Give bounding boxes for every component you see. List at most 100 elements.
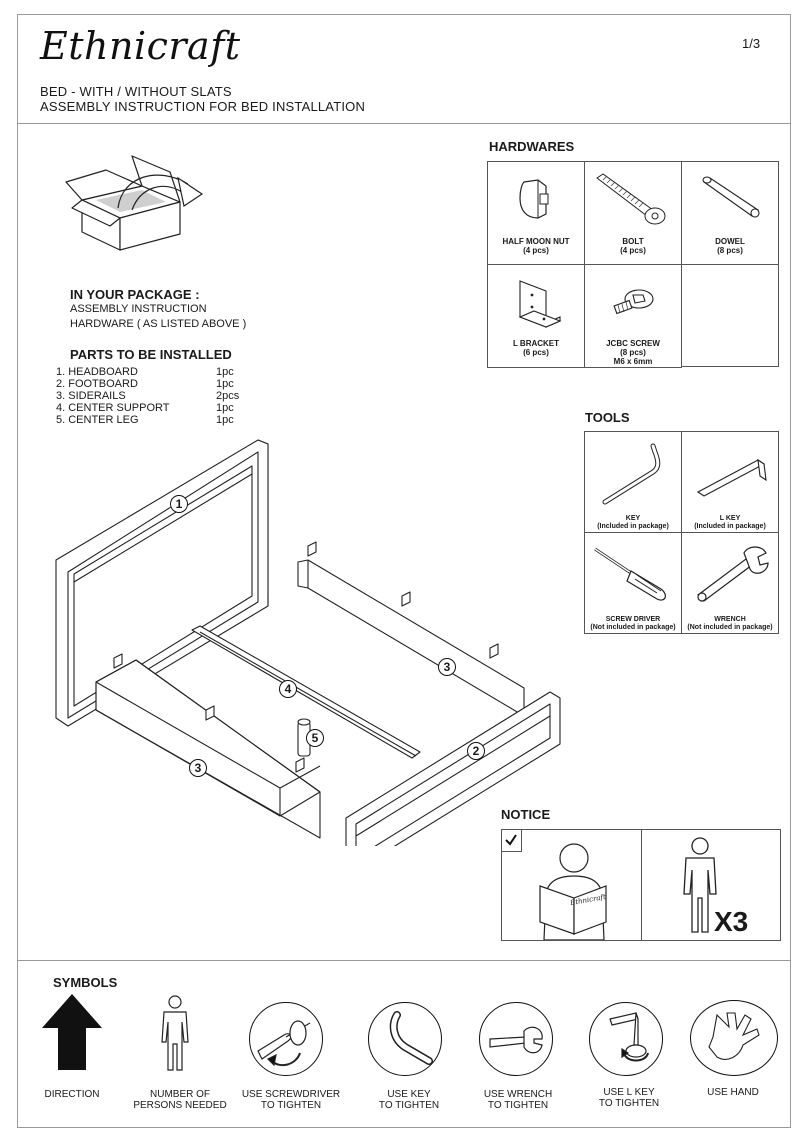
doc-title-line2: ASSEMBLY INSTRUCTION FOR BED INSTALLATIO…: [40, 99, 366, 114]
half-moon-nut-icon: [519, 179, 549, 219]
symbol-label: NUMBER OF: [150, 1089, 210, 1100]
tool-cell-key: KEY (Included in package): [584, 431, 682, 533]
open-box-icon: [65, 155, 204, 251]
symbol-label: USE WRENCH: [483, 1089, 553, 1100]
callout-center-support: 4: [279, 680, 297, 698]
tools-table: KEY (Included in package) L KEY (Include…: [584, 431, 779, 634]
key-tighten-icon: [389, 1011, 433, 1065]
part-qty: 1pc: [216, 378, 234, 390]
brand-logo: Ethnicraft: [40, 24, 241, 68]
package-title: IN YOUR PACKAGE :: [70, 287, 200, 302]
hardware-qty: (4 pcs): [620, 246, 646, 255]
hand-circle: [690, 1000, 778, 1076]
persons-count: X3: [714, 906, 749, 937]
symbol-label: TO TIGHTEN: [598, 1098, 660, 1109]
hardware-cell-dowel: DOWEL (8 pcs): [681, 161, 779, 265]
doc-title-line1: BED - WITH / WITHOUT SLATS: [40, 84, 232, 99]
part-label: 4. CENTER SUPPORT: [56, 402, 170, 414]
key-tighten-circle: [368, 1002, 442, 1076]
l-key-tighten-icon: [609, 1012, 649, 1062]
symbol-label: TO TIGHTEN: [487, 1100, 549, 1111]
screwdriver-tighten-circle: [249, 1002, 323, 1076]
symbols-title: SYMBOLS: [53, 975, 118, 990]
jcbc-screw-icon: [613, 289, 654, 315]
hardwares-table: HALF MOON NUT (4 pcs) BOLT (4 pcs): [487, 161, 779, 368]
part-qty: 1pc: [216, 366, 234, 378]
tool-cell-wrench: WRENCH (Not included in package): [681, 532, 779, 634]
symbol-label: USE HAND: [707, 1087, 759, 1098]
hand-icon: [708, 1012, 760, 1060]
callout-siderail-right: 3: [438, 658, 456, 676]
notice-panel: Ethnicraft X3: [501, 829, 781, 941]
part-qty: 2pcs: [216, 390, 240, 402]
hardware-name: HALF MOON NUT: [502, 237, 570, 246]
part-label: 3. SIDERAILS: [56, 390, 126, 402]
part-label: 1. HEADBOARD: [56, 366, 138, 378]
l-bracket-icon: [518, 280, 562, 328]
hardware-qty: (8 pcs): [717, 246, 743, 255]
notice-divider: [641, 830, 642, 940]
dowel-icon: [702, 176, 760, 218]
wrench-tighten-circle: [479, 1002, 553, 1076]
hex-key-icon: [602, 443, 661, 505]
part-label: 5. CENTER LEG: [56, 414, 139, 426]
package-line: ASSEMBLY INSTRUCTION: [70, 303, 207, 315]
callout-center-leg: 5: [306, 729, 324, 747]
tool-name: WRENCH: [714, 616, 746, 623]
hardware-cell-jcbc-screw: JCBC SCREW (8 pcs) M6 x 6mm: [584, 264, 682, 368]
tool-cell-l-key: L KEY (Included in package): [681, 431, 779, 533]
tool-note: (Included in package): [694, 523, 766, 530]
person-reading-manual-icon: [539, 843, 607, 940]
wrench-tighten-icon: [489, 1026, 543, 1054]
hardware-name: L BRACKET: [512, 339, 560, 348]
symbol-label: TO TIGHTEN: [378, 1100, 440, 1111]
hardware-cell-half-moon-nut: HALF MOON NUT (4 pcs): [487, 161, 585, 265]
callout-headboard: 1: [170, 495, 188, 513]
checkbox: [502, 830, 522, 852]
checkmark-icon: [505, 834, 517, 846]
l-key-tighten-circle: [589, 1002, 663, 1076]
tools-title: TOOLS: [585, 410, 630, 425]
symbol-label: PERSONS NEEDED: [133, 1100, 227, 1111]
hardware-name: JCBC SCREW: [606, 339, 660, 348]
callout-siderail-left: 3: [189, 759, 207, 777]
tool-note: (Not included in package): [687, 624, 773, 631]
hardware-name: BOLT: [622, 237, 644, 246]
tool-name: SCREW DRIVER: [605, 616, 661, 623]
person-icon: [683, 837, 717, 933]
parts-title: PARTS TO BE INSTALLED: [70, 347, 232, 362]
hardware-qty: (6 pcs): [523, 348, 549, 357]
package-line: HARDWARE ( AS LISTED ABOVE ): [70, 318, 247, 330]
tool-name: L KEY: [719, 515, 741, 522]
part-qty: 1pc: [216, 414, 234, 426]
hardware-cell-bolt: BOLT (4 pcs): [584, 161, 682, 265]
symbols-divider: [17, 960, 791, 961]
page-number: 1/3: [742, 36, 761, 51]
hardware-name: DOWEL: [715, 237, 745, 246]
tool-name: KEY: [625, 515, 641, 522]
bolt-icon: [596, 173, 666, 225]
tool-note: (Not included in package): [590, 624, 676, 631]
bed-exploded-diagram: [55, 439, 561, 846]
direction-arrow-icon: [42, 994, 102, 1070]
hardware-qty: (4 pcs): [523, 246, 549, 255]
part-label: 2. FOOTBOARD: [56, 378, 138, 390]
hardware-cell-l-bracket: L BRACKET (6 pcs): [487, 264, 585, 368]
tool-cell-screwdriver: SCREW DRIVER (Not included in package): [584, 532, 682, 634]
symbol-label: USE L KEY: [603, 1087, 655, 1098]
notice-title: NOTICE: [501, 807, 551, 822]
l-key-icon: [696, 458, 767, 497]
screwdriver-tighten-icon: [257, 1020, 311, 1067]
symbol-label: USE KEY: [387, 1089, 431, 1100]
person-icon: [161, 995, 189, 1071]
tool-note: (Included in package): [597, 523, 669, 530]
part-qty: 1pc: [216, 402, 234, 414]
callout-footboard: 2: [467, 742, 485, 760]
screwdriver-icon: [594, 547, 666, 601]
symbol-label: DIRECTION: [44, 1089, 100, 1100]
page-frame: [17, 14, 791, 1128]
symbol-label: USE SCREWDRIVER: [241, 1089, 341, 1100]
wrench-icon: [697, 546, 769, 602]
hardwares-title: HARDWARES: [489, 139, 575, 154]
symbol-label: TO TIGHTEN: [260, 1100, 322, 1111]
